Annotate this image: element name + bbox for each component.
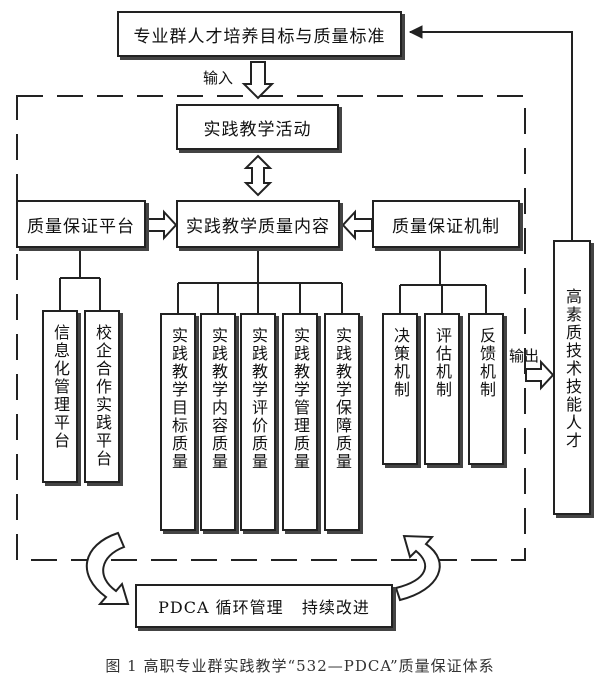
content-item-management-text: 实践教学管理质量: [291, 327, 310, 471]
content-item-goal-text: 实践教学目标质量: [169, 327, 188, 471]
mechanism-item-decision: 决策机制: [382, 313, 418, 465]
mechanism-item-assessment-text: 评估机制: [433, 327, 452, 399]
content-item-content: 实践教学内容质量: [200, 313, 236, 531]
feedback-arrowhead: [408, 25, 423, 39]
content-item-evaluation: 实践教学评价质量: [240, 313, 276, 531]
mechanism-item-feedback: 反馈机制: [468, 313, 504, 465]
content-tree: [177, 248, 343, 313]
mechanism-content-arrow: [341, 209, 373, 241]
content-item-support: 实践教学保障质量: [324, 313, 360, 531]
output-label: 输出: [509, 347, 540, 365]
mechanism-item-assessment: 评估机制: [424, 313, 460, 465]
pdca-text: PDCA 循环管理 持续改进: [158, 598, 370, 617]
figure-caption: 图 1 高职专业群实践教学“532—PDCA”质量保证体系: [105, 657, 495, 675]
platform-item-enterprise: 校企合作实践平台: [84, 310, 120, 483]
quality-mechanism-box: 质量保证机制: [372, 200, 520, 248]
pdca-left-curve-arrow: [85, 531, 130, 605]
content-item-goal: 实践教学目标质量: [160, 313, 196, 531]
goal-standard-box: 专业群人才培养目标与质量标准: [117, 11, 402, 57]
mechanism-item-feedback-text: 反馈机制: [477, 327, 496, 399]
feedback-line: [410, 31, 573, 240]
platform-tree: [59, 248, 101, 310]
quality-content-text: 实践教学质量内容: [186, 216, 330, 237]
mechanism-item-decision-text: 决策机制: [391, 327, 410, 399]
content-item-support-text: 实践教学保障质量: [333, 327, 352, 471]
output-arrow: [525, 359, 555, 391]
content-item-management: 实践教学管理质量: [282, 313, 318, 531]
practice-activity-box: 实践教学活动: [176, 104, 339, 150]
pdca-right-curve-arrow: [394, 534, 441, 602]
practice-activity-text: 实践教学活动: [203, 119, 312, 140]
content-item-content-text: 实践教学内容质量: [209, 327, 228, 471]
platform-content-arrow: [147, 209, 178, 241]
content-item-evaluation-text: 实践教学评价质量: [249, 327, 268, 471]
talent-box: 高素质技术技能人才: [553, 240, 591, 515]
platform-item-info-text: 信息化管理平台: [51, 324, 70, 450]
input-arrow: [241, 61, 275, 100]
dashed-frame: [16, 95, 526, 561]
quality-platform-text: 质量保证平台: [27, 216, 135, 237]
quality-platform-box: 质量保证平台: [16, 200, 146, 248]
platform-item-enterprise-text: 校企合作实践平台: [93, 324, 112, 468]
quality-mechanism-text: 质量保证机制: [392, 216, 500, 237]
activity-content-arrow: [243, 154, 273, 197]
platform-item-info: 信息化管理平台: [42, 310, 78, 483]
talent-text: 高素质技术技能人才: [563, 288, 582, 450]
pdca-box: PDCA 循环管理 持续改进: [135, 584, 393, 628]
input-label: 输入: [203, 69, 234, 87]
goal-standard-text: 专业群人才培养目标与质量标准: [133, 26, 386, 47]
quality-content-box: 实践教学质量内容: [176, 200, 340, 248]
mechanism-tree: [399, 248, 487, 313]
